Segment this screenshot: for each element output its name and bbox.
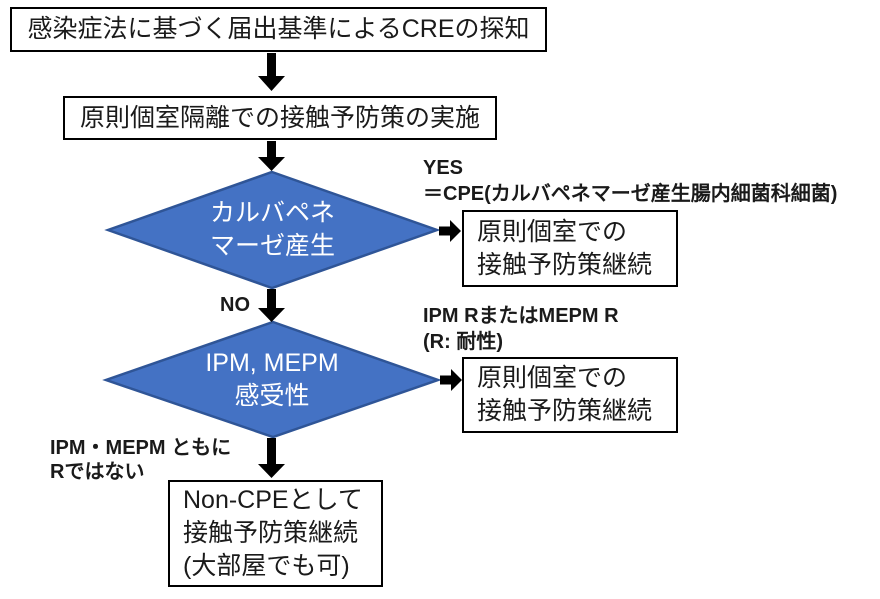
box-continue-private-2-line2: 接触予防策継続 [477, 397, 653, 425]
box-continue-private-1-line2: 接触予防策継続 [477, 250, 653, 279]
decision-diamond-carbapenemase [104, 170, 441, 290]
label-resistant: IPM RまたはMEPM R (R: 耐性) [423, 303, 619, 355]
label-not-resistant-line1: IPM・MEPM ともに [50, 437, 232, 459]
box-non-cpe: Non-CPEとして 接触予防策継続 (大部屋でも可) [168, 480, 383, 587]
box-continue-private-1: 原則個室での 接触予防策継続 [462, 210, 678, 287]
arrow-decision1-to-continue1 [439, 220, 461, 242]
box-non-cpe-line3: (大部屋でも可) [183, 552, 350, 580]
box-continue-private-1-line1: 原則個室での [477, 217, 628, 246]
box-cre-detection-label: 感染症法に基づく届出基準によるCREの探知 [27, 15, 530, 43]
label-yes: YES [423, 157, 464, 179]
arrow-decision2-to-continue2 [440, 369, 462, 391]
box-private-room-isolation-label: 原則個室隔離での接触予防策の実施 [79, 103, 480, 132]
arrow-detect-to-isolation [258, 53, 285, 91]
box-cre-detection: 感染症法に基づく届出基準によるCREの探知 [10, 7, 547, 52]
label-yes-cpe: YES ＝CPE(カルバペネマーゼ産生腸内細菌科細菌) [423, 155, 837, 207]
box-private-room-isolation: 原則個室隔離での接触予防策の実施 [63, 96, 497, 140]
label-resistant-line2: (R: 耐性) [423, 331, 503, 353]
box-non-cpe-line2: 接触予防策継続 [183, 519, 359, 547]
label-not-resistant: IPM・MEPM ともに Rではない [50, 436, 231, 484]
box-continue-private-2-line1: 原則個室での [477, 364, 628, 392]
box-non-cpe-line1: Non-CPEとして [183, 486, 363, 514]
label-yes-detail: ＝CPE(カルバペネマーゼ産生腸内細菌科細菌) [423, 183, 838, 205]
label-not-resistant-line2: Rではない [50, 461, 145, 483]
arrow-decision2-to-noncpe [258, 438, 285, 478]
decision-diamond-susceptibility [102, 320, 442, 439]
box-continue-private-2: 原則個室での 接触予防策継続 [462, 357, 678, 433]
label-resistant-line1: IPM RまたはMEPM R [423, 305, 619, 327]
arrow-decision1-to-decision2 [258, 289, 285, 322]
label-no: NO [220, 294, 250, 316]
arrow-isolation-to-decision1 [258, 141, 285, 171]
